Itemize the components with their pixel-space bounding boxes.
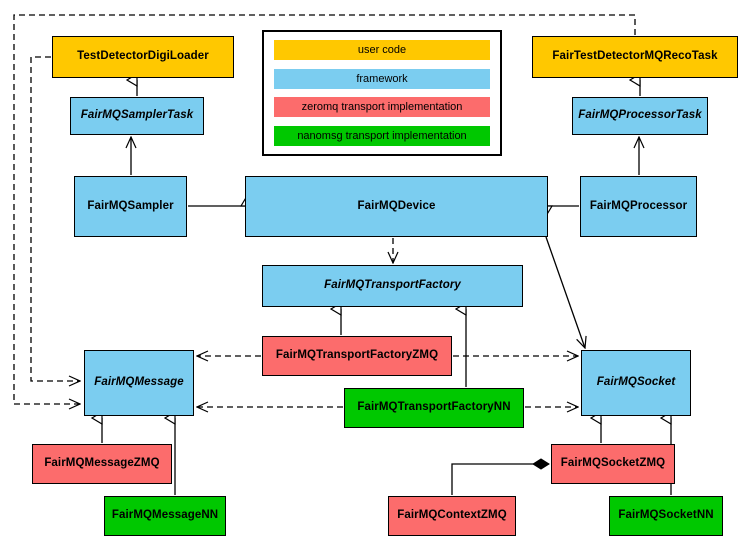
class-node-fairmqtransportfactorynn[interactable]: FairMQTransportFactoryNN [344, 388, 524, 428]
class-node-fairmqsocketnn[interactable]: FairMQSocketNN [609, 496, 723, 536]
class-node-fairmqprocessor[interactable]: FairMQProcessor [580, 176, 697, 237]
class-node-fairmqsocketzmq[interactable]: FairMQSocketZMQ [551, 444, 675, 484]
class-node-fairmqtransportfactory[interactable]: FairMQTransportFactory [262, 265, 523, 307]
legend: user code framework zeromq transport imp… [262, 30, 502, 156]
legend-label-nanomsg: nanomsg transport implementation [297, 129, 467, 142]
legend-label-framework: framework [356, 72, 408, 85]
edge-contextzmq-socketzmq [451, 458, 550, 495]
class-node-fairmqdevice[interactable]: FairMQDevice [245, 176, 548, 237]
legend-item-framework: framework [274, 68, 490, 89]
class-node-fairmqsamplertask[interactable]: FairMQSamplerTask [70, 97, 204, 135]
class-node-fairmqcontextzmq[interactable]: FairMQContextZMQ [388, 496, 516, 536]
legend-item-nanomsg: nanomsg transport implementation [274, 125, 490, 146]
class-node-fairmqmessage[interactable]: FairMQMessage [84, 350, 194, 416]
legend-label-zeromq: zeromq transport implementation [301, 101, 463, 114]
class-node-fairtestdetectormqrecotask[interactable]: FairTestDetectorMQRecoTask [532, 36, 738, 78]
class-node-fairmqprocessortask[interactable]: FairMQProcessorTask [572, 97, 708, 135]
class-node-fairmqtransportfactoryzmq[interactable]: FairMQTransportFactoryZMQ [262, 336, 452, 376]
legend-item-zeromq: zeromq transport implementation [274, 97, 490, 118]
edge-device-socket [545, 236, 585, 348]
class-node-fairmqsampler[interactable]: FairMQSampler [74, 176, 187, 237]
class-node-fairmqsocket[interactable]: FairMQSocket [581, 350, 691, 416]
class-node-fairmqmessagezmq[interactable]: FairMQMessageZMQ [32, 444, 172, 484]
legend-item-user-code: user code [274, 40, 490, 60]
legend-label-user-code: user code [357, 44, 407, 56]
class-node-testdetectordigiloader[interactable]: TestDetectorDigiLoader [52, 36, 234, 78]
class-node-fairmqmessagenn[interactable]: FairMQMessageNN [104, 496, 226, 536]
